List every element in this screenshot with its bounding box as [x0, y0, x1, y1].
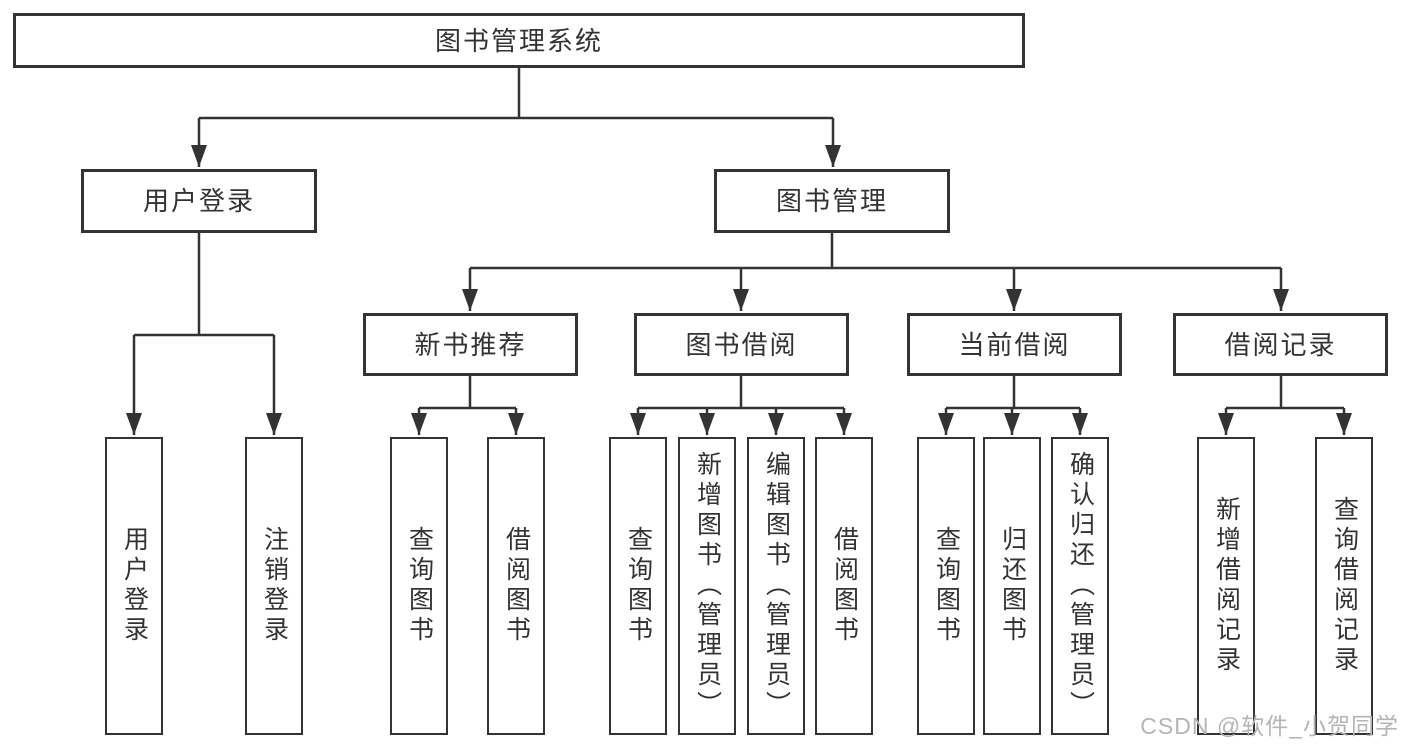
node-book-management: 图书管理 [714, 169, 950, 233]
leaf-borrow-books-borrowing: 借阅图书 [815, 437, 873, 735]
leaf-add-books-admin: 新增图书（管理员） [678, 437, 736, 735]
node-label: 借阅记录 [1224, 329, 1337, 360]
watermark: CSDN @软件_小贺同学 [1140, 713, 1399, 739]
node-borrowing-records: 借阅记录 [1173, 313, 1388, 376]
node-label: 借阅图书 [502, 526, 531, 646]
node-label: 当前借阅 [958, 329, 1071, 360]
node-label: 图书借阅 [685, 329, 798, 360]
node-label: 注销登录 [260, 526, 289, 646]
node-label: 用户登录 [142, 186, 255, 216]
node-new-book-recommendation: 新书推荐 [363, 313, 578, 376]
leaf-borrow-books-recommend: 借阅图书 [487, 437, 545, 735]
leaf-return-books: 归还图书 [983, 437, 1041, 735]
leaf-query-books-borrowing: 查询图书 [609, 437, 667, 735]
node-label: 归还图书 [998, 526, 1027, 646]
node-label: 新增图书（管理员） [693, 451, 722, 721]
leaf-query-books-current: 查询图书 [917, 437, 975, 735]
node-label: 新书推荐 [414, 329, 527, 360]
node-user-login: 用户登录 [81, 169, 317, 233]
leaf-user-login: 用户登录 [105, 437, 163, 735]
node-label: 查询图书 [932, 526, 961, 646]
node-label: 图书管理 [775, 186, 888, 216]
node-root: 图书管理系统 [13, 13, 1025, 68]
leaf-confirm-return-admin: 确认归还（管理员） [1051, 437, 1109, 735]
node-label: 新增借阅记录 [1212, 496, 1241, 676]
leaf-edit-books-admin: 编辑图书（管理员） [747, 437, 805, 735]
leaf-logout: 注销登录 [245, 437, 303, 735]
node-current-borrowing: 当前借阅 [907, 313, 1122, 376]
node-label: 查询图书 [624, 526, 653, 646]
node-label: 借阅图书 [830, 526, 859, 646]
leaf-query-books-recommend: 查询图书 [390, 437, 448, 735]
leaf-add-borrow-record: 新增借阅记录 [1197, 437, 1255, 735]
leaf-query-borrow-record: 查询借阅记录 [1315, 437, 1373, 735]
node-label: 用户登录 [120, 526, 149, 646]
node-label: 查询图书 [405, 526, 434, 646]
node-label: 查询借阅记录 [1330, 496, 1359, 676]
node-label: 图书管理系统 [434, 25, 603, 56]
node-book-borrowing: 图书借阅 [634, 313, 849, 376]
node-label: 确认归还（管理员） [1066, 451, 1095, 721]
node-label: 编辑图书（管理员） [762, 451, 791, 721]
